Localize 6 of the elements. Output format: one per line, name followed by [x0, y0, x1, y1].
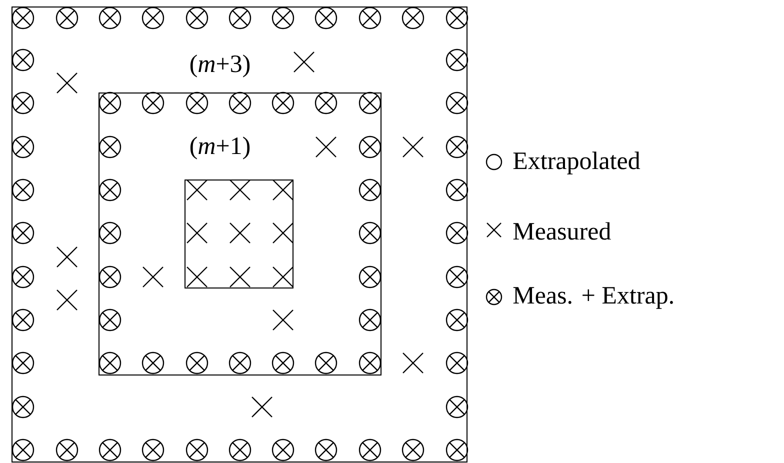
region-box [184, 180, 294, 288]
legend-label: Meas. + Extrap. [513, 287, 673, 309]
region-label: (m+3) [190, 54, 250, 78]
legend-label: Measured [513, 222, 611, 240]
legend-label: Extrapolated [513, 152, 640, 174]
region-label: (m+1) [190, 136, 250, 160]
